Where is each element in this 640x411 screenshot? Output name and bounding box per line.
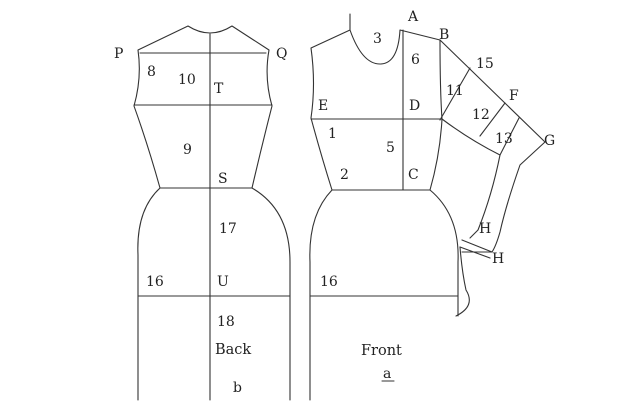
front-num-13: 13	[495, 131, 513, 147]
back-label-Q: Q	[276, 46, 287, 62]
back-caption: Back	[215, 342, 251, 358]
front-sleeve-cuff	[459, 239, 493, 259]
front-label-G: G	[544, 133, 555, 149]
back-num-17: 17	[219, 221, 237, 237]
front-num-6: 6	[411, 52, 420, 68]
front-figure: A 3 B 6 15 11 F E D 12 1 13 G 5 2 C H H …	[309, 9, 555, 401]
front-sleeve-outline	[439, 39, 546, 253]
back-num-16: 16	[146, 274, 164, 290]
front-label-F: F	[509, 88, 519, 104]
front-sleeve-inner	[441, 118, 501, 239]
back-bodice-outline	[133, 25, 273, 189]
front-skirt-outline	[309, 189, 459, 401]
front-label-H-lower: H	[492, 251, 504, 267]
back-label-U: U	[217, 274, 229, 290]
front-label-B: B	[439, 27, 449, 43]
front-num-12: 12	[472, 107, 490, 123]
front-label-D: D	[409, 98, 420, 114]
front-sleeve-line-12	[479, 102, 506, 137]
front-num-1: 1	[328, 126, 337, 142]
front-bodice-outline	[310, 13, 441, 191]
front-label-H-upper: H	[479, 221, 491, 237]
front-label-E: E	[318, 98, 328, 114]
back-num-9: 9	[183, 142, 192, 158]
back-skirt-outline	[137, 187, 291, 401]
front-num-16: 16	[320, 274, 338, 290]
front-num-3: 3	[373, 31, 382, 47]
front-num-15: 15	[476, 56, 494, 72]
back-label-S: S	[218, 171, 228, 187]
front-label-A: A	[407, 9, 419, 25]
front-sublabel: a	[383, 366, 391, 382]
back-num-8: 8	[147, 64, 156, 80]
front-sleeve-line-13	[499, 117, 520, 156]
front-num-5: 5	[386, 140, 395, 156]
front-num-11: 11	[446, 83, 464, 99]
front-num-2: 2	[340, 167, 349, 183]
front-sleeve-line-11	[439, 67, 471, 121]
front-lower-arm	[455, 246, 470, 317]
front-caption: Front	[361, 343, 402, 359]
back-label-P: P	[114, 46, 123, 62]
back-num-18: 18	[217, 314, 235, 330]
back-num-10: 10	[178, 72, 196, 88]
back-sublabel: b	[233, 380, 242, 396]
back-figure: P Q 8 10 T 9 S 17 16 U 18 Back b	[114, 25, 291, 401]
back-label-T: T	[214, 81, 224, 97]
front-armhole-line	[429, 39, 443, 191]
front-label-C: C	[408, 167, 419, 183]
